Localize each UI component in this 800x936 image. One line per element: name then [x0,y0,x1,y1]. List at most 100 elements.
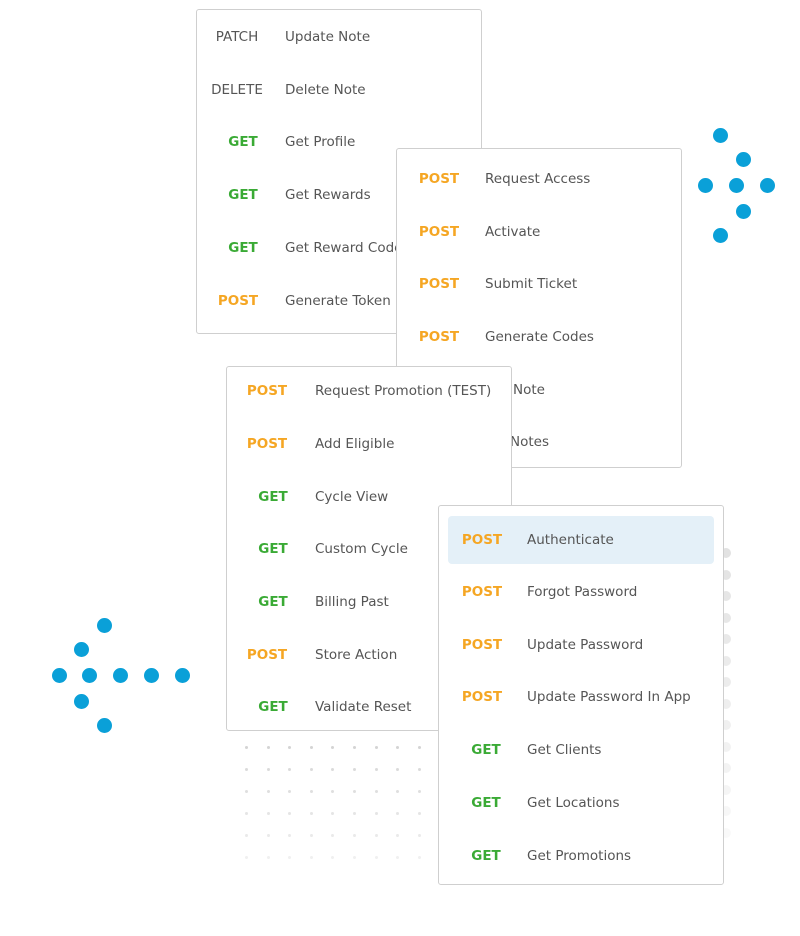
grid-dot [396,790,400,793]
grid-dot [266,746,270,749]
endpoint-row[interactable]: GET Custom Cycle [227,526,511,572]
grid-dot [353,856,356,859]
method-badge: GET [471,742,501,758]
grid-dot [331,768,335,771]
grid-dot [353,746,356,749]
endpoint-label: Add Eligible [315,436,395,452]
endpoint-row[interactable]: GET Get Clients [439,727,723,773]
edge-dot [721,806,731,816]
grid-dot [417,856,421,859]
endpoint-row[interactable]: GET Cycle View [227,474,511,520]
endpoint-row[interactable]: POST Forgot Password [439,569,723,615]
grid-dot [266,790,270,793]
grid-dot [353,768,356,771]
arrow-dot [97,618,112,633]
endpoint-label: Request Promotion (TEST) [315,383,492,399]
arrow-dot [175,668,190,683]
grid-dot [374,812,378,815]
grid-dot [417,768,421,771]
grid-dot [331,746,335,749]
endpoint-row[interactable]: POST Generate Token [197,278,481,324]
edge-dot [721,827,731,838]
endpoint-row[interactable]: POST Add Eligible [227,421,511,467]
endpoint-row[interactable]: DELETE Delete Note [197,67,481,113]
endpoint-label: Update Password [527,637,644,653]
method-badge: GET [258,489,288,505]
endpoint-label: Get Clients [527,742,602,758]
method-badge: DELETE [211,82,263,98]
endpoint-row[interactable]: GET Validate Reset [227,684,511,730]
endpoint-label: Get Reward Codes [285,240,410,256]
grid-dot [288,856,292,859]
method-badge: POST [418,171,460,187]
grid-dot [396,768,400,771]
grid-dot [396,812,400,815]
endpoint-card-4: POST Authenticate POST Forgot Password P… [438,505,724,885]
arrow-dot [760,178,775,193]
endpoint-row[interactable]: POST Store Action [227,632,511,678]
arrow-dot [144,668,159,683]
edge-dot [721,720,731,730]
endpoint-label: Get Locations [527,795,620,811]
method-badge: POST [461,637,503,653]
endpoint-row[interactable]: GET Get Reward Codes [197,225,481,271]
grid-dot [374,790,378,793]
endpoint-label: Custom Cycle [315,541,408,557]
arrow-dot [74,642,89,657]
grid-dot [245,790,248,793]
grid-dot [288,768,292,771]
edge-dot [721,698,731,709]
grid-dot [353,834,356,837]
grid-dot [331,856,335,859]
endpoint-row[interactable]: Note [397,367,681,413]
endpoint-row[interactable]: Notes [397,419,681,465]
endpoint-row[interactable]: GET Billing Past [227,579,511,625]
arrow-dot [52,668,67,683]
endpoint-row[interactable]: POST Activate [397,209,681,255]
endpoint-row-selected[interactable]: POST Authenticate [448,516,714,564]
endpoint-row[interactable]: POST Update Password [439,622,723,668]
endpoint-row[interactable]: POST Request Access [397,156,681,202]
endpoint-label: Store Action [315,647,398,663]
endpoint-label: Notes [510,434,549,450]
method-badge: GET [258,699,288,715]
endpoint-label: Generate Codes [485,329,594,345]
method-badge: GET [228,134,258,150]
method-badge: POST [246,647,288,663]
endpoint-row[interactable]: GET Get Profile [197,119,481,165]
endpoint-row[interactable]: GET Get Locations [439,780,723,826]
endpoint-row[interactable]: GET Get Rewards [197,172,481,218]
endpoint-label: Forgot Password [527,584,638,600]
grid-dot [374,768,378,771]
grid-dot [288,746,292,749]
method-badge: POST [418,224,460,240]
grid-dot [309,856,313,859]
edge-dot [721,655,731,666]
endpoint-label: Billing Past [315,594,389,610]
grid-dot [245,834,248,837]
grid-dot [309,790,313,793]
edge-dot [721,741,731,752]
endpoint-label: Get Promotions [527,848,632,864]
endpoint-row[interactable]: POST Generate Codes [397,314,681,360]
method-badge: POST [461,532,503,548]
endpoint-label: Update Note [285,29,371,45]
grid-dot [309,834,313,837]
grid-dot [353,812,356,815]
endpoint-label: Submit Ticket [485,276,578,292]
endpoint-row[interactable]: POST Update Password In App [439,674,723,720]
endpoint-row[interactable]: POST Submit Ticket [397,261,681,307]
endpoint-label: Note [513,382,545,398]
endpoint-label: Get Profile [285,134,356,150]
arrow-dot [729,178,744,193]
arrow-dot [82,668,97,683]
endpoint-row[interactable]: POST Request Promotion (TEST) [227,368,511,414]
grid-dot [266,834,270,837]
edge-dot [721,548,731,558]
endpoint-label: Activate [485,224,541,240]
endpoint-row[interactable]: PATCH Update Note [197,14,481,60]
endpoint-row[interactable]: GET Get Promotions [439,833,723,879]
arrow-dot [736,152,751,167]
grid-dot [331,790,335,793]
grid-dot [266,812,270,815]
